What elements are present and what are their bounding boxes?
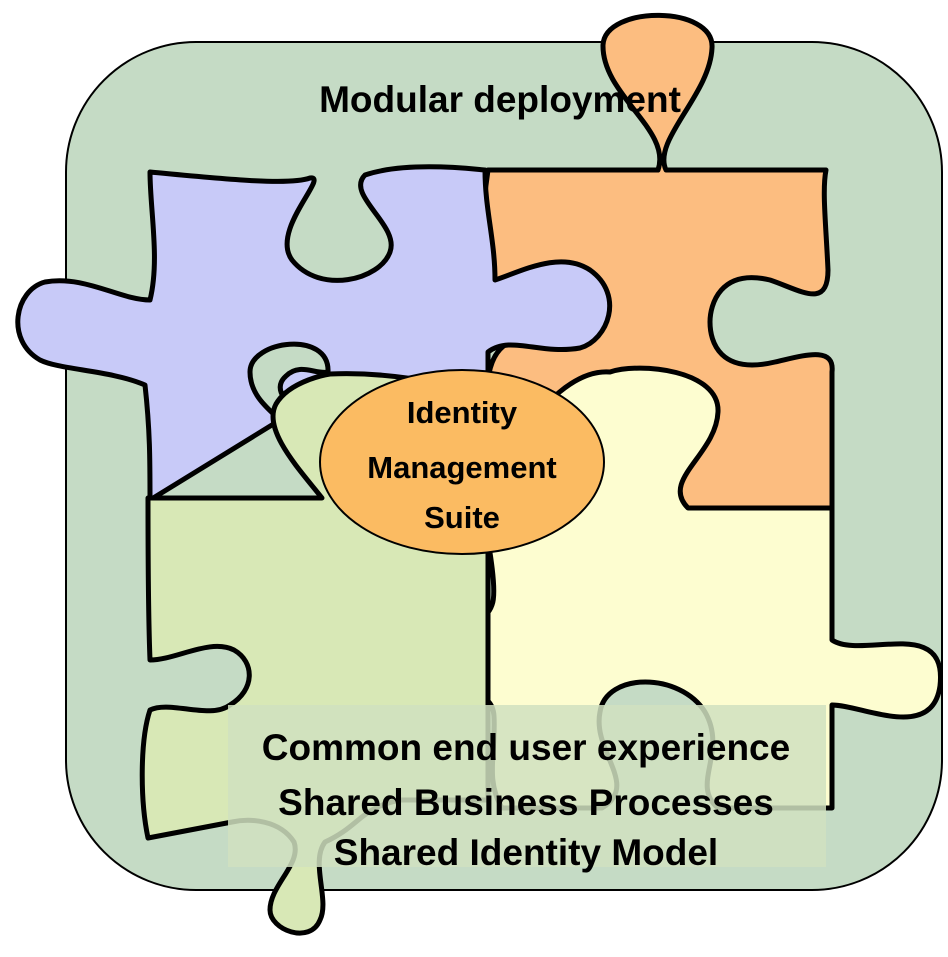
top-label: Modular deployment (319, 79, 681, 120)
bottom-label-band (228, 705, 826, 867)
center-ellipse (319, 369, 605, 555)
bottom-label-line-1: Common end user experience (262, 727, 790, 768)
center-label-line-1: Identity (407, 395, 518, 430)
bottom-label-line-3: Shared Identity Model (334, 832, 718, 873)
center-label-line-2: Management (367, 450, 556, 485)
bottom-label-line-2: Shared Business Processes (278, 782, 774, 823)
center-label-line-3: Suite (424, 500, 500, 535)
